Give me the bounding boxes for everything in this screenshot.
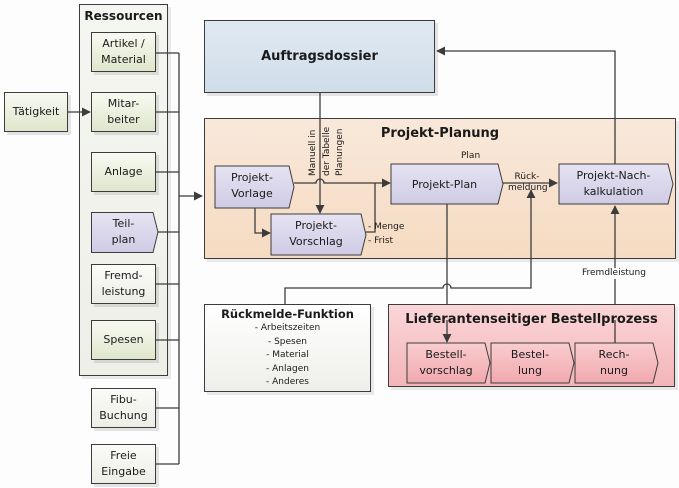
feedback-item: - Anlagen [266,363,309,374]
feedback-label: Rück- meldung [508,172,548,193]
feedback-to-plan-arrow [284,189,536,304]
feedback-function-list: - Arbeitszeiten - Spesen - Material - An… [205,322,370,390]
resources-title: Ressourcen [84,9,163,23]
project-plan-shape [390,163,504,205]
resource-expenses[interactable]: Spesen [91,320,156,360]
order-dossier[interactable]: Auftragsdossier [204,20,435,93]
project-postcalc[interactable]: Projekt-Nach- kalkulation [576,169,651,198]
supplier-step-invoice[interactable]: Rech- nung [598,348,630,377]
supplier-step-order-proposal[interactable]: Bestell- vorschlag [419,348,473,377]
resource-employee[interactable]: Mitar- beiter [91,92,156,132]
source-fibu-booking[interactable]: Fibu- Buchung [91,388,156,428]
project-postcalc-shape [558,163,674,205]
proposal-note-quantity: - Menge [368,222,405,232]
project-plan[interactable]: Projekt-Plan [411,178,478,191]
feedback-function-box[interactable]: Rückmelde-Funktion - Arbeitszeiten - Spe… [204,304,371,392]
feedback-item: - Arbeitszeiten [254,323,321,333]
resource-subplan[interactable]: Teil- plan [91,212,161,253]
subplan-label: Teil- plan [111,217,136,246]
supplier-step-order[interactable]: Bestel- lung [510,348,550,377]
activity-box[interactable]: Tätigkeit [4,92,68,132]
template-to-plan-arrow [294,178,391,188]
resource-external-service[interactable]: Fremd- leistung [91,264,156,304]
postcalc-to-dossier-arrow [436,46,616,165]
project-template[interactable]: Projekt- Vorlage [231,171,273,200]
resource-article-material[interactable]: Artikel / Material [91,32,156,72]
project-planning-title: Projekt-Planung [380,126,500,141]
project-proposal[interactable]: Projekt- Vorschlag [289,219,343,248]
order-dossier-title: Auftragsdossier [261,49,378,64]
project-proposal-shape [270,213,367,256]
template-to-proposal-arrow [254,208,271,238]
external-service-label: Fremdleistung [582,268,646,279]
subplan-shape [91,212,159,253]
plan-label: Plan [461,151,481,161]
proposal-note-deadline: - Frist [368,236,394,246]
feedback-function-title: Rückmelde-Funktion [221,307,354,321]
resource-equipment[interactable]: Anlage [91,152,156,192]
feedback-item: - Anderes [266,377,309,387]
project-template-shape [214,165,295,209]
feedback-item: - Spesen [267,336,307,347]
source-free-entry[interactable]: Freie Eingabe [91,444,156,484]
supplier-process-title: Lieferantenseitiger Bestellprozess [405,312,658,327]
feedback-item: - Material [266,350,309,360]
